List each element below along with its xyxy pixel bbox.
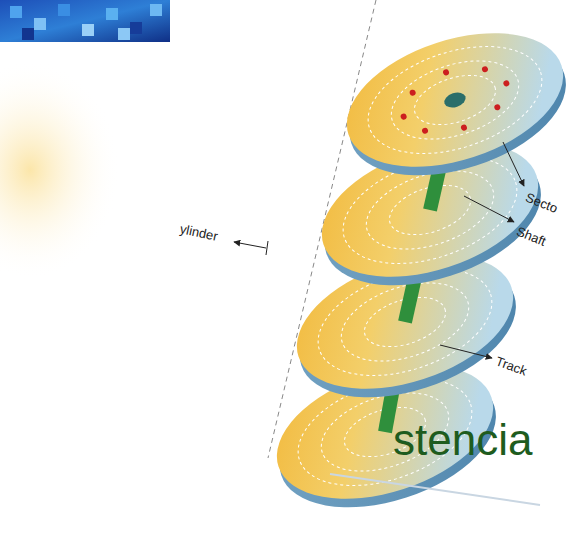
part-label: Track [494, 354, 529, 378]
slide-rule [330, 474, 540, 505]
glow [0, 60, 120, 280]
platter [330, 8, 569, 200]
leader-lines [234, 142, 524, 358]
part-label: Shaft [514, 225, 548, 250]
sector-dots [391, 52, 519, 148]
part-label: ylinder [179, 222, 219, 244]
title-fragment: stencia [393, 416, 532, 464]
pixel-image [0, 0, 170, 42]
